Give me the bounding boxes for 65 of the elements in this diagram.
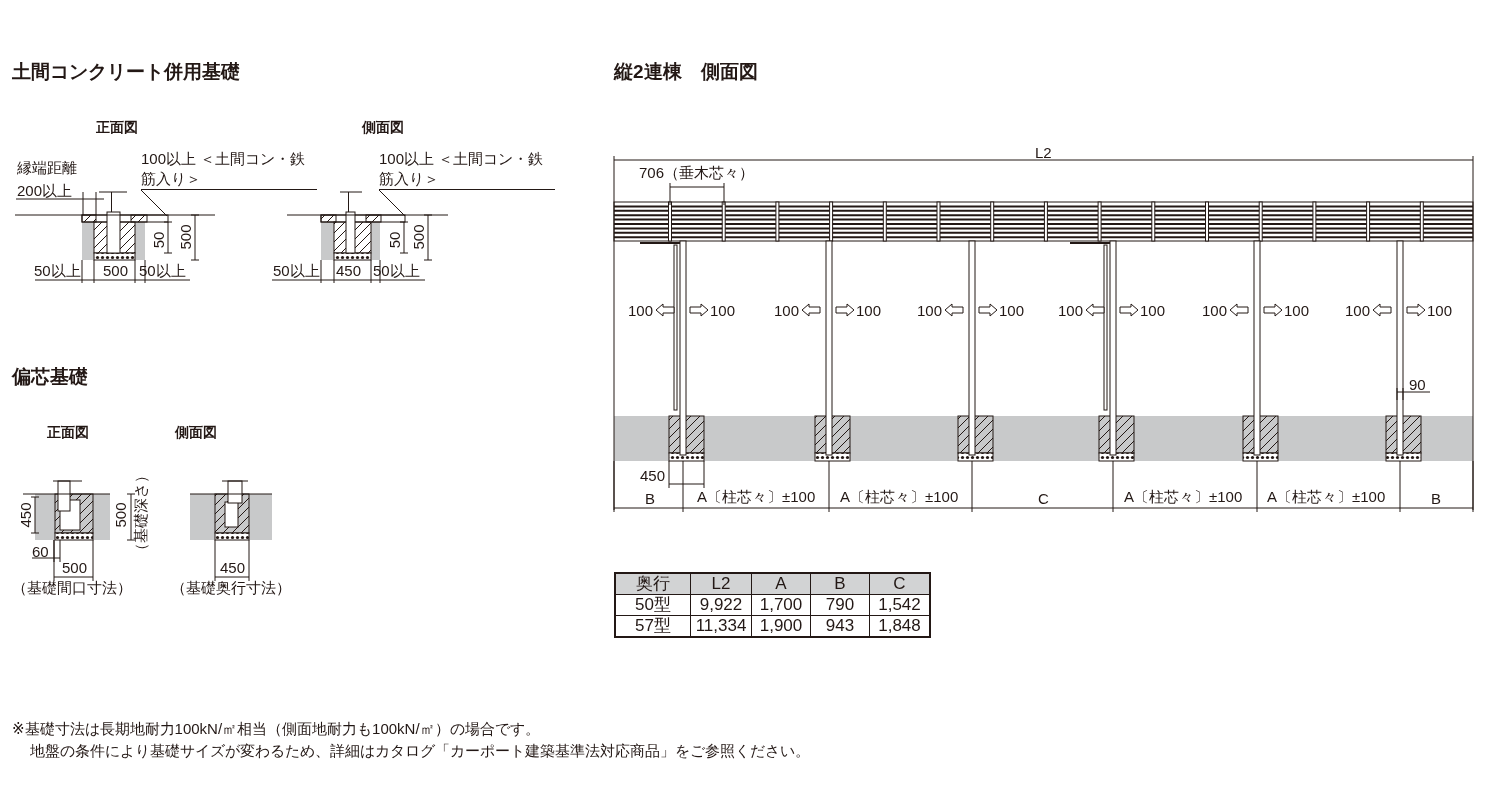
dimension-label: 450 [18,502,34,528]
dimension-label: 500 [113,502,129,528]
table-cell: 50型 [615,594,691,616]
dimension-label: （基礎奥行寸法） [171,580,291,596]
table-header-cell: B [810,573,870,595]
footnote: ※基礎寸法は長期地耐力100kN/㎡相当（側面地耐力も100kN/㎡）の場合です。 [12,721,540,737]
dimension-label: 100 [1345,303,1371,319]
dimension-label: 450 [220,560,246,576]
dimension-label: 450 [336,263,362,279]
dimension-label: L2 [1035,145,1052,161]
leader-line [378,189,406,217]
view-title: 正面図 [96,120,138,135]
dimension-label: 50以上 [273,263,320,279]
dimension-label: 100 [628,303,654,319]
dimension-label: 100 [1284,303,1310,319]
table-cell: 790 [810,594,870,616]
dimension-label: 縁端距離 [17,160,77,176]
view-title: 側面図 [175,425,217,440]
dimension-label: 100 [856,303,882,319]
table-cell: 1,700 [751,594,811,616]
dimension-label: 100 [1427,303,1453,319]
dimension-label: 50以上 [34,263,81,279]
dimension-label: 100 [1058,303,1084,319]
dimension-label: A〔柱芯々〕±100 [697,489,816,505]
dimension-label: 500 [103,263,129,279]
dimension-label: A〔柱芯々〕±100 [1267,489,1386,505]
dimension-label: （基礎間口寸法） [12,580,132,596]
dimension-label: 100 [1140,303,1166,319]
dimension-label: 50 [387,231,403,249]
table-header-cell: 奥行 [615,573,691,595]
dimension-label: B [1431,491,1441,507]
dimension-label: 90 [1409,377,1426,393]
dimension-label: 100 [1202,303,1228,319]
dimension-label: （基礎深さ） [133,468,149,558]
table-cell: 9,922 [690,594,752,616]
dimension-label: 200以上 [17,183,73,199]
dimension-label: 50以上 [373,263,420,279]
footnote: 地盤の条件により基礎サイズが変わるため、詳細はカタログ「カーポート建築基準法対応商品」をご参照ください。 [30,743,810,759]
dimension-label: A〔柱芯々〕±100 [1124,489,1243,505]
dimension-label: 500 [62,560,88,576]
dimension-label: 706（垂木芯々） [639,165,755,181]
dimension-label: 60 [32,544,49,560]
dimension-label: 50以上 [139,263,186,279]
view-title: 正面図 [47,425,89,440]
table-header-cell: C [869,573,930,595]
leader-line [140,189,168,217]
dimension-label: C [1038,491,1049,507]
view-title: 側面図 [362,120,404,135]
callout-note: 100以上 ＜土間コン・鉄筋入り＞ [141,149,317,190]
table-header-cell: A [751,573,811,595]
dimension-label: 100 [774,303,800,319]
dimension-label: A〔柱芯々〕±100 [840,489,959,505]
table-header-cell: L2 [690,573,752,595]
dimension-label: 500 [178,224,194,250]
callout-note: 100以上 ＜土間コン・鉄筋入り＞ [379,149,555,190]
dimension-label: 100 [710,303,736,319]
section-heading: 縦2連棟 側面図 [614,61,758,82]
section-heading: 土間コンクリート併用基礎 [12,61,240,82]
dimension-label: B [645,491,655,507]
dimension-label: 450 [640,468,666,484]
dimension-label: 100 [917,303,943,319]
dimension-label: 50 [151,231,167,249]
dimension-label: 500 [411,224,427,250]
dimension-label: 100 [999,303,1025,319]
section-heading: 偏芯基礎 [12,366,88,387]
